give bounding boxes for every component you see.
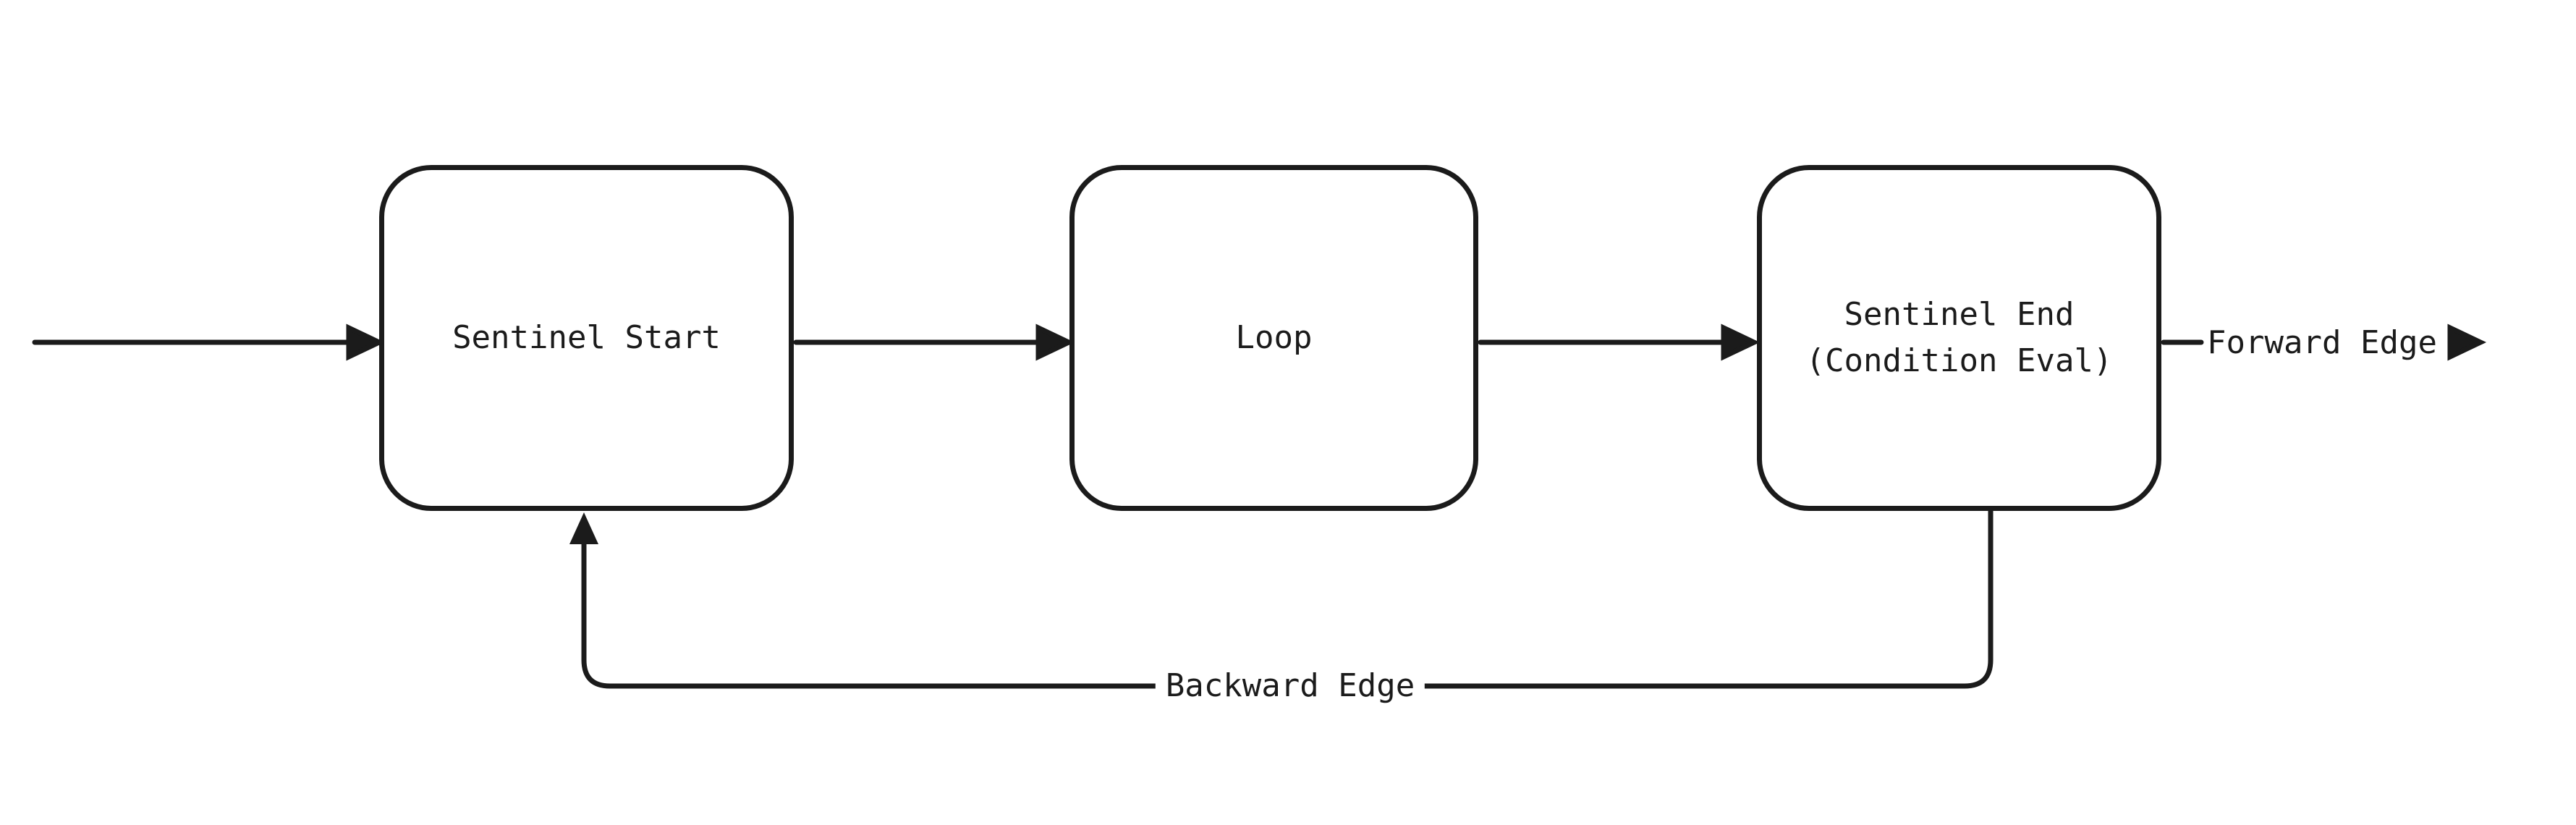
node-sentinel-start-label: Sentinel Start	[452, 319, 721, 356]
edge-forward-arrowhead-icon	[2447, 323, 2487, 361]
node-sentinel-end[interactable]: Sentinel End (Condition Eval)	[1757, 165, 2161, 511]
edge-entry-arrowhead-icon	[346, 323, 386, 361]
node-sentinel-end-label: Sentinel End (Condition Eval)	[1805, 296, 2113, 379]
edge-backward-arrow[interactable]	[569, 508, 1994, 689]
edge-forward-arrow[interactable]	[2161, 323, 2487, 361]
edge-entry-arrow[interactable]	[32, 323, 386, 361]
edge-backward-path	[581, 508, 1994, 689]
edge-start-to-loop-arrowhead-icon	[1035, 323, 1075, 361]
node-loop[interactable]: Loop	[1069, 165, 1478, 511]
backward-edge-label: Backward Edge	[1155, 667, 1425, 705]
edge-loop-to-end-arrowhead-icon	[1721, 323, 1761, 361]
edge-start-to-loop-arrow[interactable]	[793, 323, 1075, 361]
forward-edge-label: Forward Edge	[2207, 324, 2437, 361]
node-loop-label: Loop	[1235, 319, 1313, 356]
edge-loop-to-end-arrow[interactable]	[1478, 323, 1761, 361]
node-sentinel-start[interactable]: Sentinel Start	[379, 165, 794, 511]
edge-backward-arrowhead-icon	[569, 512, 598, 544]
